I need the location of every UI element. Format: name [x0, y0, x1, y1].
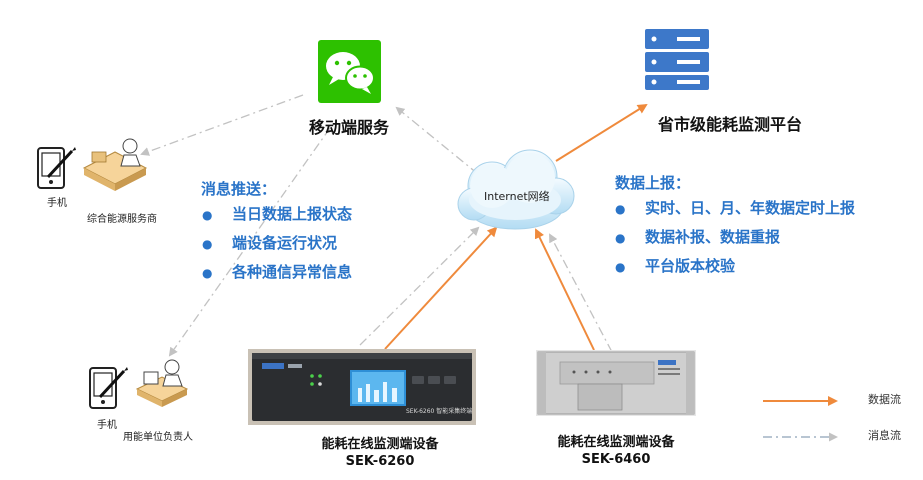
msg-flow-device1-to-cloud	[359, 226, 480, 346]
phone-icon	[89, 367, 128, 409]
push-item: 当日数据上报状态	[202, 200, 352, 229]
msg-flow-device2-to-cloud	[549, 233, 613, 353]
device2-model: SEK-6460	[581, 452, 651, 467]
user-role-label: 用能单位负责人	[123, 432, 193, 443]
report-item: 实时、日、月、年数据定时上报	[615, 194, 855, 223]
report-item: 数据补报、数据重报	[615, 223, 855, 252]
device2-label: 能耗在线监测端设备 SEK-6460	[536, 434, 696, 468]
person-at-desk-icon	[135, 359, 189, 407]
internet-label: Internet网络	[484, 190, 550, 203]
device1-label: 能耗在线监测端设备 SEK-6260	[300, 436, 460, 470]
push-item: 各种通信异常信息	[202, 258, 352, 287]
device1-panel-text: SEK-6260 智能采集终端	[406, 408, 473, 415]
server-icon	[645, 29, 709, 90]
person-at-desk-icon	[82, 138, 148, 191]
report-heading: 数据上报：	[615, 174, 691, 192]
device-sek6460-image	[536, 350, 696, 416]
cloud-icon	[457, 149, 575, 230]
user-phone-label: 手机	[97, 420, 117, 431]
data-flow-cloud-to-platform	[555, 103, 648, 162]
legend-msg-flow-label: 消息流	[868, 429, 901, 442]
data-flow-device2-to-cloud	[534, 228, 595, 351]
push-list: 当日数据上报状态 端设备运行状况 各种通信异常信息	[202, 200, 352, 287]
operator-phone-label: 手机	[47, 198, 67, 209]
operator-role-label: 综合能源服务商	[87, 214, 157, 225]
platform-label: 省市级能耗监测平台	[658, 115, 803, 134]
device2-name: 能耗在线监测端设备	[557, 435, 675, 450]
legend-data-flow-label: 数据流	[868, 393, 901, 406]
device1-model: SEK-6260	[345, 454, 415, 469]
msg-flow-cloud-to-wechat	[395, 106, 479, 175]
phone-icon	[37, 147, 76, 189]
wechat-icon	[318, 40, 381, 103]
wechat-service-label: 移动端服务	[309, 118, 390, 137]
report-item: 平台版本校验	[615, 252, 855, 281]
data-flow-device1-to-cloud	[384, 226, 498, 350]
msg-flow-wechat-to-operator	[140, 94, 304, 156]
push-item: 端设备运行状况	[202, 229, 352, 258]
device-sek6260-image	[248, 349, 476, 425]
report-list: 实时、日、月、年数据定时上报 数据补报、数据重报 平台版本校验	[615, 194, 855, 281]
device1-name: 能耗在线监测端设备	[321, 437, 439, 452]
push-heading: 消息推送：	[201, 180, 277, 198]
